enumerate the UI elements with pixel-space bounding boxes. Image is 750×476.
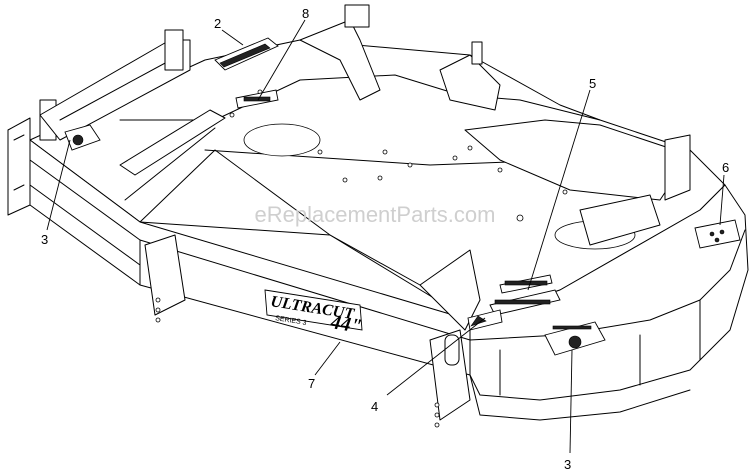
callout-numbers: 2 8 5 6 3 7 4 3: [41, 6, 729, 472]
logo-series-text: SERIES 3: [275, 315, 307, 327]
decal-left-bracket: [64, 124, 101, 151]
callout-2: 2: [214, 16, 221, 31]
logo-size-text: 44": [328, 311, 363, 338]
watermark-text: eReplacementParts.com: [255, 202, 496, 227]
center-baffle: [214, 149, 481, 331]
leader-lines: [46, 19, 725, 454]
ultracut-logo: ULTRACUT SERIES 3 44": [264, 289, 363, 338]
callout-6: 6: [722, 160, 729, 175]
callout-8: 8: [302, 6, 309, 21]
callout-3-right: 3: [564, 457, 571, 472]
decal-rear-left: [214, 37, 279, 71]
decal-right-skirt: [544, 321, 606, 356]
front-hitch-right: [429, 329, 471, 428]
rear-center-bracket: [299, 4, 501, 111]
left-lift-bracket: [39, 29, 226, 201]
callout-4: 4: [371, 399, 378, 414]
callout-7: 7: [308, 376, 315, 391]
callout-5: 5: [589, 76, 596, 91]
callout-3-left: 3: [41, 232, 48, 247]
decal-right-top: [694, 219, 741, 249]
front-hitch-left: [144, 234, 186, 323]
right-belt-cover: [464, 119, 691, 246]
